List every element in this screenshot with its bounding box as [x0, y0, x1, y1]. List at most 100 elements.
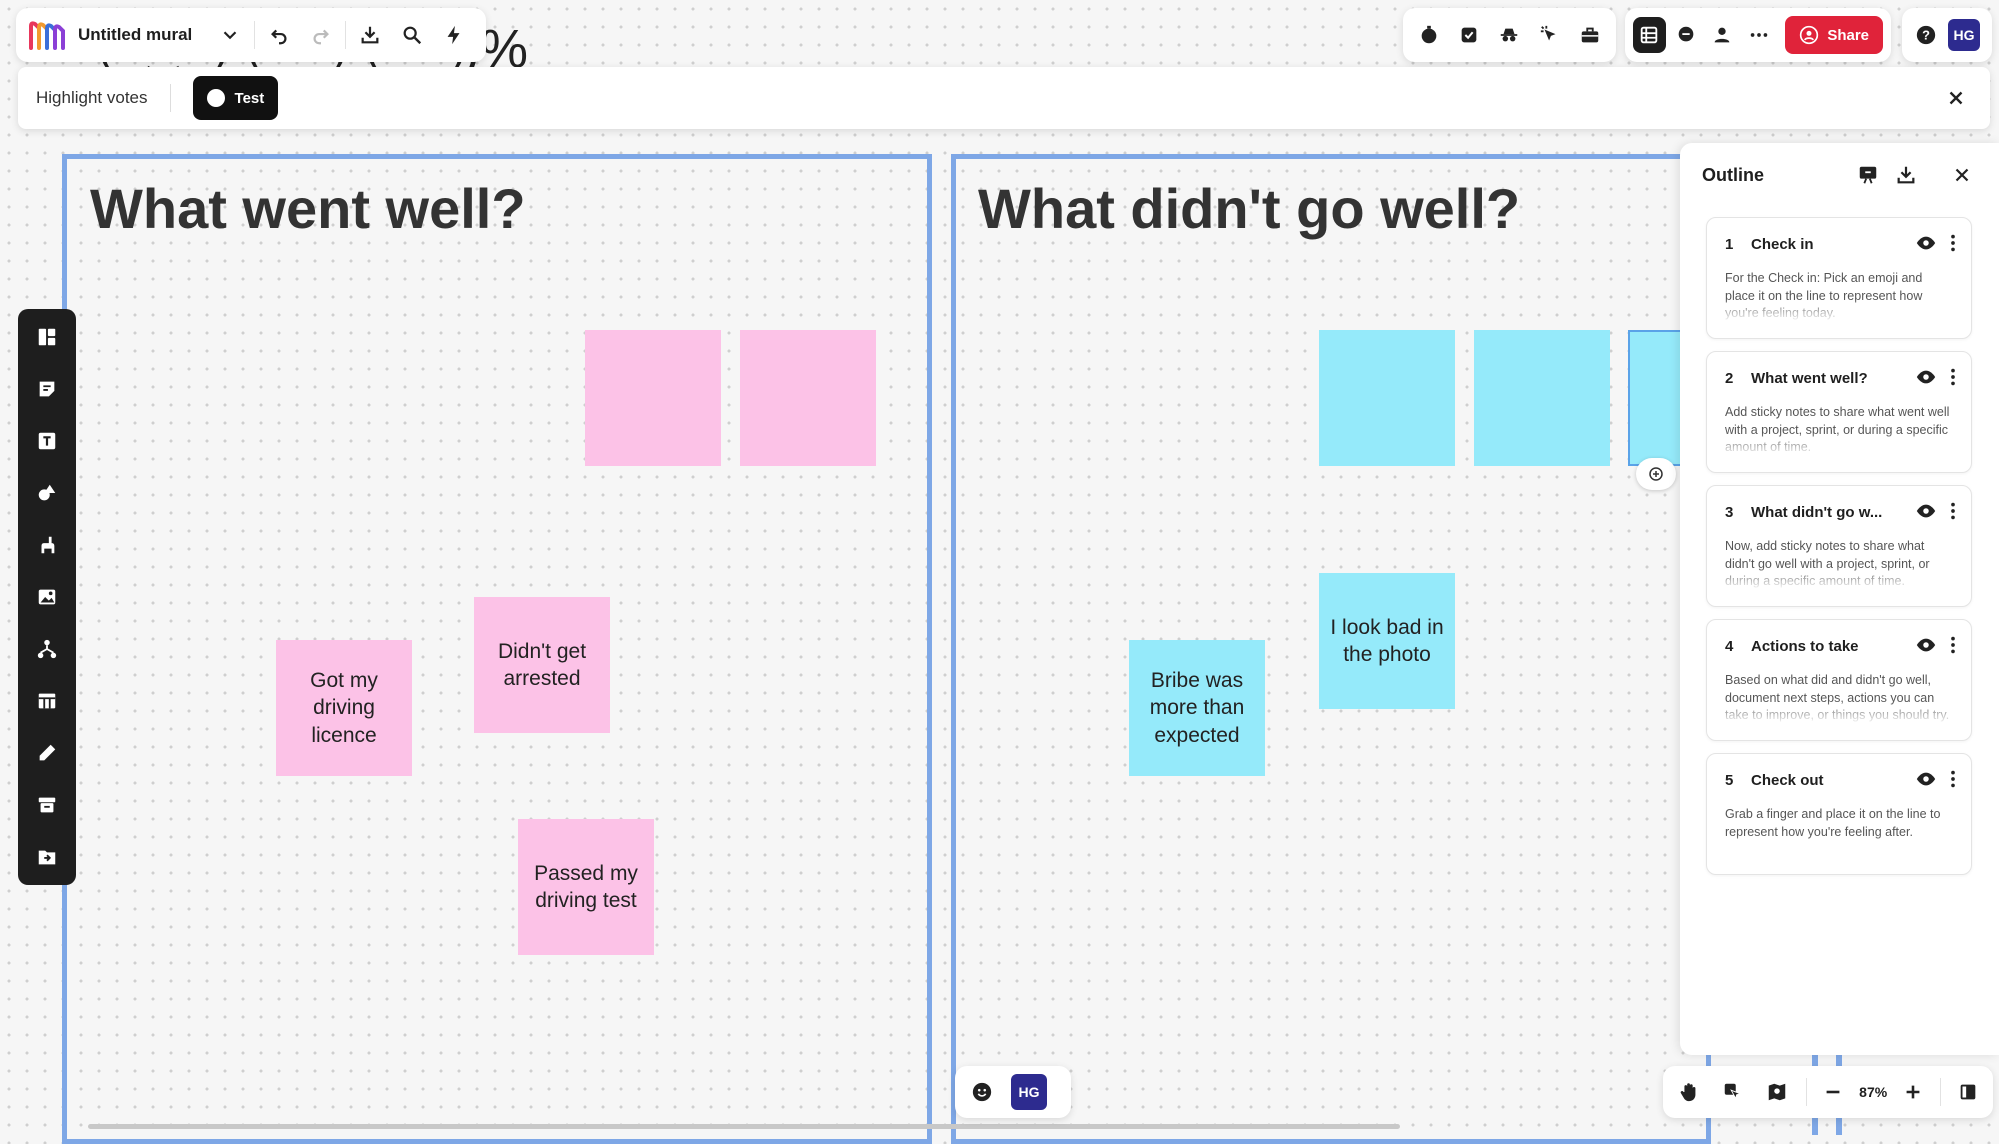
eye-icon[interactable]: [1915, 366, 1937, 393]
duplicate-sticky-icon[interactable]: [1636, 458, 1676, 490]
search-icon[interactable]: [394, 17, 430, 53]
left-toolbar: [18, 309, 76, 885]
sticky-note[interactable]: Got my driving licence: [276, 640, 412, 776]
text-icon[interactable]: [29, 423, 65, 459]
outline-item-number: 1: [1725, 236, 1734, 253]
outline-item-title: What went well?: [1751, 370, 1868, 387]
import-icon[interactable]: [29, 839, 65, 875]
redo-icon[interactable]: [303, 17, 339, 53]
timer-icon[interactable]: [1411, 17, 1447, 53]
close-outline-icon[interactable]: [1944, 157, 1980, 193]
frame-title-didnt-go-well: What didn't go well?: [978, 177, 1521, 240]
sticky-note[interactable]: Bribe was more than expected: [1129, 640, 1265, 776]
outline-item-number: 2: [1725, 370, 1734, 387]
more-vertical-icon[interactable]: [1943, 634, 1963, 661]
outline-item[interactable]: 4 Actions to take Based on what did and …: [1706, 619, 1972, 741]
outline-item-number: 4: [1725, 638, 1734, 655]
map-icon[interactable]: [1761, 1074, 1793, 1110]
emoji-icon[interactable]: [967, 1074, 997, 1110]
user-avatar[interactable]: HG: [1948, 19, 1980, 51]
templates-icon[interactable]: [29, 319, 65, 355]
more-vertical-icon[interactable]: [1943, 366, 1963, 393]
outline-item-title: What didn't go w...: [1751, 504, 1883, 521]
private-mode-icon[interactable]: [1491, 17, 1527, 53]
outline-item-title: Actions to take: [1751, 638, 1859, 655]
divider: [345, 21, 347, 49]
help-icon[interactable]: ?: [1910, 17, 1942, 53]
undo-icon[interactable]: [261, 17, 297, 53]
sticky-note[interactable]: [585, 330, 721, 466]
sticky-note[interactable]: [740, 330, 876, 466]
voting-icon[interactable]: [1451, 17, 1487, 53]
sticky-note[interactable]: Didn't get arrested: [474, 597, 610, 733]
collaborators-icon[interactable]: [1706, 17, 1739, 53]
eye-icon[interactable]: [1915, 768, 1937, 795]
horizontal-scrollbar[interactable]: [88, 1124, 1400, 1129]
facilitation-toolbar: [1403, 8, 1616, 62]
outline-panel: Outline 1 Check in For the Check in: Pic…: [1680, 143, 1999, 1055]
svg-text:?: ?: [1922, 28, 1930, 43]
download-outline-icon[interactable]: [1888, 157, 1924, 193]
outline-item-number: 5: [1725, 772, 1734, 789]
archive-icon[interactable]: [29, 787, 65, 823]
more-icon[interactable]: [1743, 17, 1776, 53]
highlight-votes-bar: Highlight votes Test: [18, 67, 1990, 129]
eye-icon[interactable]: [1915, 232, 1937, 259]
outline-item[interactable]: 2 What went well? Add sticky notes to sh…: [1706, 351, 1972, 473]
image-icon[interactable]: [29, 579, 65, 615]
eye-icon[interactable]: [1915, 634, 1937, 661]
share-user-icon: [1800, 25, 1819, 45]
present-icon[interactable]: [1850, 157, 1886, 193]
select-mode-icon[interactable]: [1717, 1074, 1749, 1110]
sticky-note[interactable]: [1319, 330, 1455, 466]
zoom-in-icon[interactable]: [1899, 1074, 1927, 1110]
mural-logo-icon[interactable]: [28, 20, 66, 50]
sticky-note-icon[interactable]: [29, 371, 65, 407]
more-vertical-icon[interactable]: [1943, 768, 1963, 795]
facilitator-avatar[interactable]: HG: [1011, 1074, 1047, 1110]
shapes-icon[interactable]: [29, 475, 65, 511]
diagram-icon[interactable]: [29, 631, 65, 667]
hand-icon[interactable]: [1673, 1074, 1705, 1110]
lightning-icon[interactable]: [436, 17, 472, 53]
divider: [169, 84, 171, 112]
collaboration-toolbar: Share: [1625, 8, 1891, 62]
outline-item-description: For the Check in: Pick an emoji and plac…: [1725, 271, 1923, 320]
outline-item[interactable]: 3 What didn't go w... Now, add sticky no…: [1706, 485, 1972, 607]
outline-item-title: Check in: [1751, 236, 1814, 253]
sticky-note[interactable]: [1474, 330, 1610, 466]
pen-icon[interactable]: [29, 735, 65, 771]
outline-item[interactable]: 5 Check out Grab a finger and place it o…: [1706, 753, 1972, 875]
outline-item-description: Now, add sticky notes to share what didn…: [1725, 539, 1930, 588]
summon-icon[interactable]: [1532, 17, 1568, 53]
sticky-note[interactable]: Passed my driving test: [518, 819, 654, 955]
share-label: Share: [1827, 26, 1870, 44]
divider: [1805, 1078, 1807, 1106]
vote-session-toggle[interactable]: Test: [192, 76, 279, 120]
close-icon[interactable]: [1938, 80, 1974, 116]
toggle-knob: [206, 89, 225, 107]
toolbox-icon[interactable]: [1572, 17, 1608, 53]
vote-session-label: Test: [234, 89, 265, 107]
sticky-note[interactable]: I look bad in the photo: [1319, 573, 1455, 709]
mural-title[interactable]: Untitled mural: [78, 25, 193, 44]
table-icon[interactable]: [29, 683, 65, 719]
mural-title-bar: Untitled mural: [16, 8, 486, 62]
zoom-level[interactable]: 87%: [1859, 1084, 1888, 1100]
chat-icon[interactable]: [1670, 17, 1703, 53]
download-icon[interactable]: [352, 17, 388, 53]
more-vertical-icon[interactable]: [1943, 232, 1963, 259]
share-button[interactable]: Share: [1785, 16, 1884, 54]
llama-icon[interactable]: [29, 527, 65, 563]
outline-item-description: Add sticky notes to share what went well…: [1725, 405, 1950, 454]
outline-item[interactable]: 1 Check in For the Check in: Pick an emo…: [1706, 217, 1972, 339]
outline-icon[interactable]: [1633, 17, 1666, 53]
zoom-out-icon[interactable]: [1819, 1074, 1847, 1110]
sidebar-toggle-icon[interactable]: [1953, 1074, 1983, 1110]
chevron-down-icon[interactable]: [212, 17, 248, 53]
more-vertical-icon[interactable]: [1943, 500, 1963, 527]
highlight-votes-label: Highlight votes: [36, 88, 148, 107]
eye-icon[interactable]: [1915, 500, 1937, 527]
outline-title: Outline: [1702, 165, 1764, 185]
divider: [254, 21, 256, 49]
